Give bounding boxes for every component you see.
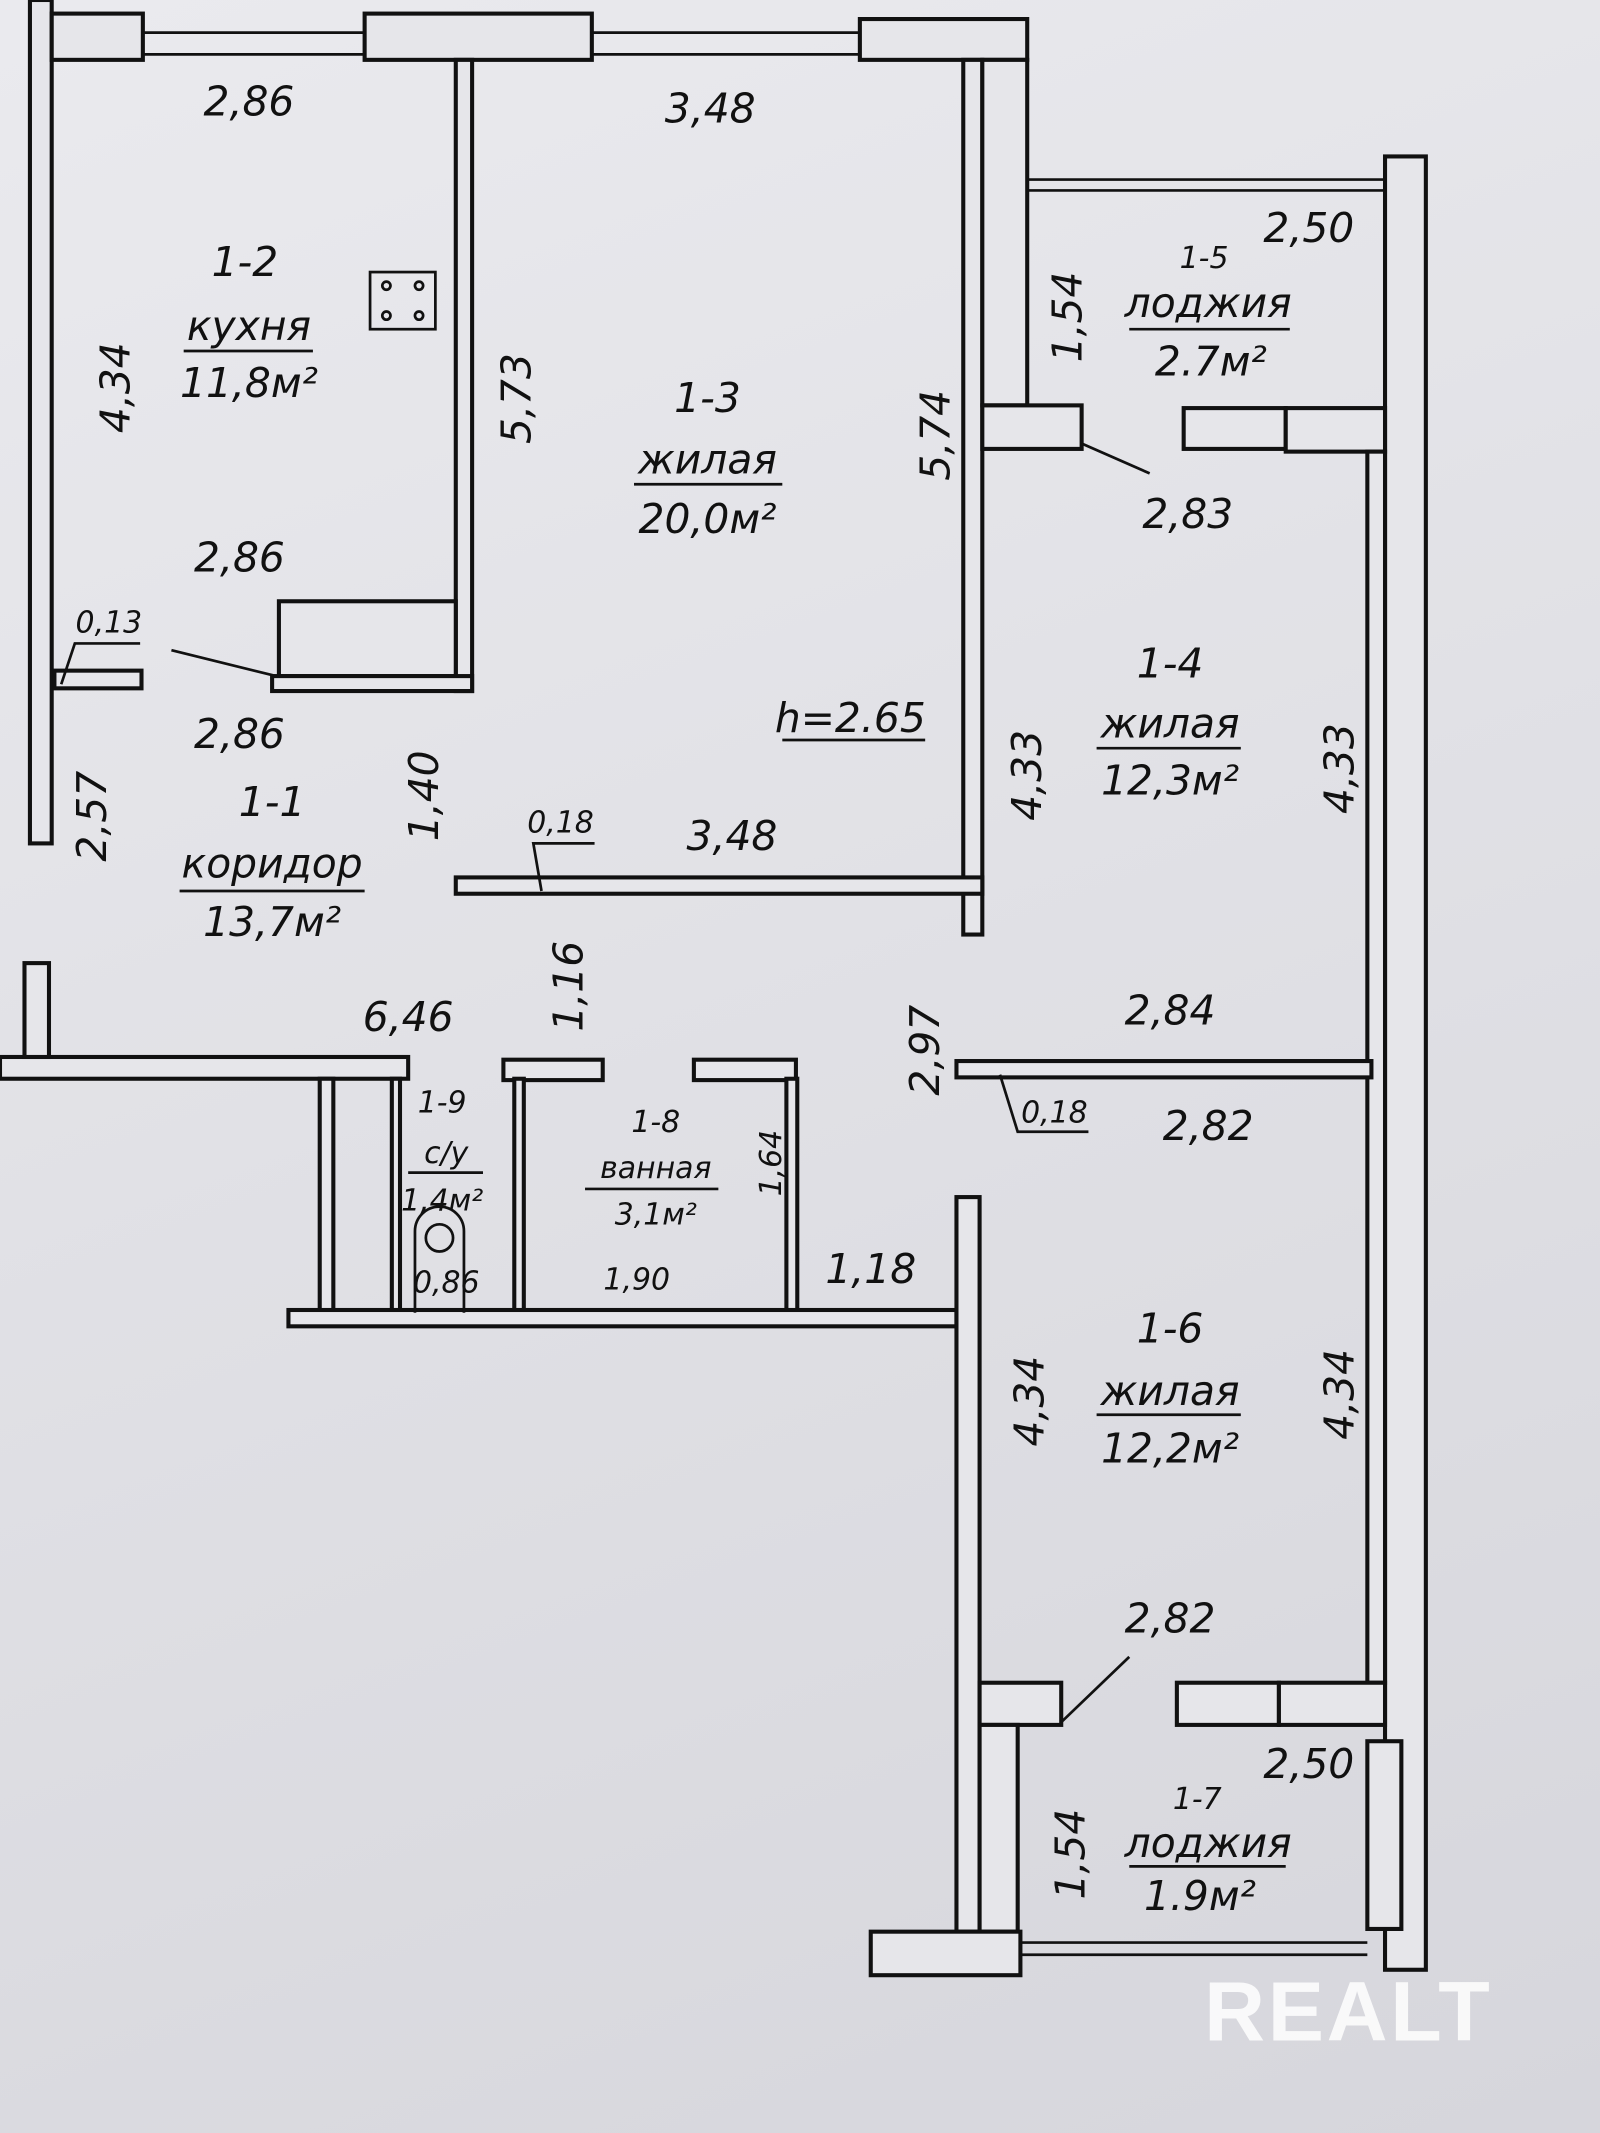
realt-watermark: REALT bbox=[1204, 1965, 1492, 2059]
dim: 1,40 bbox=[400, 750, 448, 841]
dim: 0,86 bbox=[413, 1265, 480, 1300]
toilet-icon bbox=[413, 1205, 466, 1313]
room-id: 1-5 bbox=[1180, 241, 1229, 276]
stove-icon bbox=[368, 270, 437, 331]
dim: 0,18 bbox=[1021, 1095, 1088, 1130]
room-1-1: 1-1 коридор 13,7м² bbox=[179, 778, 365, 946]
dim: 4,34 bbox=[1006, 1356, 1054, 1447]
room-1-7: 1-7 лоджия 1.9м² bbox=[1124, 1782, 1292, 1920]
room-name: кухня bbox=[187, 302, 311, 350]
dim: 2,84 bbox=[1125, 986, 1216, 1034]
room-area: 1,4м² bbox=[401, 1184, 483, 1219]
room-1-3: 1-3 жилая 20,0м² bbox=[634, 374, 783, 543]
room-id: 1-6 bbox=[1137, 1305, 1204, 1353]
dim: 1,54 bbox=[1046, 1809, 1094, 1900]
dim: 4,33 bbox=[1316, 723, 1364, 814]
room-area: 20,0м² bbox=[638, 495, 776, 543]
room-id: 1-1 bbox=[239, 778, 306, 826]
room-id: 1-3 bbox=[674, 374, 741, 422]
dim: 4,34 bbox=[1316, 1349, 1364, 1440]
room-id: 1-2 bbox=[212, 238, 279, 286]
room-area: 12,3м² bbox=[1101, 756, 1239, 804]
dim: 2,57 bbox=[68, 771, 116, 862]
room-name: с/у bbox=[424, 1136, 470, 1171]
dim: 1,16 bbox=[544, 941, 592, 1032]
walls bbox=[0, 0, 1428, 1978]
dim: 5,73 bbox=[493, 353, 541, 444]
dim: 0,13 bbox=[76, 606, 143, 641]
room-name: коридор bbox=[182, 839, 363, 887]
dim: 2,97 bbox=[901, 1005, 949, 1096]
room-id: 1-4 bbox=[1137, 639, 1204, 687]
room-id: 1-8 bbox=[631, 1105, 680, 1140]
room-area: 12,2м² bbox=[1101, 1424, 1239, 1472]
room-id: 1-9 bbox=[418, 1086, 467, 1121]
room-1-2: 1-2 кухня 11,8м² bbox=[180, 238, 318, 407]
room-1-8: 1-8 ванная 3,1м² bbox=[585, 1105, 719, 1232]
dim: 1,90 bbox=[603, 1263, 670, 1298]
room-name: жилая bbox=[1100, 1367, 1240, 1415]
dim: 6,46 bbox=[363, 993, 454, 1041]
room-1-9: 1-9 с/у 1,4м² bbox=[401, 1086, 483, 1219]
room-area: 2.7м² bbox=[1155, 337, 1267, 385]
room-area: 1.9м² bbox=[1144, 1872, 1256, 1920]
room-1-4: 1-4 жилая 12,3м² bbox=[1096, 639, 1241, 804]
dim: 5,74 bbox=[912, 390, 960, 481]
dim: 2,86 bbox=[194, 710, 285, 758]
room-area: 3,1м² bbox=[615, 1197, 697, 1232]
dim: 2,50 bbox=[1263, 1740, 1354, 1788]
room-area: 11,8м² bbox=[180, 359, 318, 407]
room-area: 13,7м² bbox=[203, 898, 341, 946]
dim: 0,18 bbox=[527, 806, 594, 841]
room-name: ванная bbox=[600, 1151, 711, 1186]
dim: 4,34 bbox=[91, 342, 139, 433]
room-name: лоджия bbox=[1124, 279, 1292, 327]
dim: 2,86 bbox=[204, 78, 295, 126]
dim: 4,33 bbox=[1003, 730, 1051, 821]
dim: 3,48 bbox=[687, 812, 778, 860]
dim: 2,82 bbox=[1125, 1594, 1216, 1642]
room-id: 1-7 bbox=[1173, 1782, 1222, 1817]
dim: 3,48 bbox=[665, 84, 756, 132]
leader-lines bbox=[59, 442, 1151, 1724]
room-1-5: 1-5 лоджия 2.7м² bbox=[1124, 241, 1292, 385]
dim: 1,54 bbox=[1044, 272, 1092, 363]
dim: 2,50 bbox=[1263, 204, 1354, 252]
dim: 2,86 bbox=[194, 533, 285, 581]
dim: 2,83 bbox=[1142, 490, 1233, 538]
ceiling-height: h=2.65 bbox=[775, 694, 926, 742]
room-name: лоджия bbox=[1124, 1819, 1292, 1867]
room-1-6: 1-6 жилая 12,2м² bbox=[1096, 1305, 1241, 1472]
dim: 1,64 bbox=[754, 1130, 789, 1197]
dimensions: 2,86 4,34 2,86 5,73 3,48 5,74 3,48 0,18 … bbox=[68, 78, 1364, 1900]
dim: 1,18 bbox=[825, 1245, 916, 1293]
dim: 2,82 bbox=[1163, 1102, 1254, 1150]
room-name: жилая bbox=[1100, 699, 1240, 747]
room-name: жилая bbox=[637, 435, 777, 483]
